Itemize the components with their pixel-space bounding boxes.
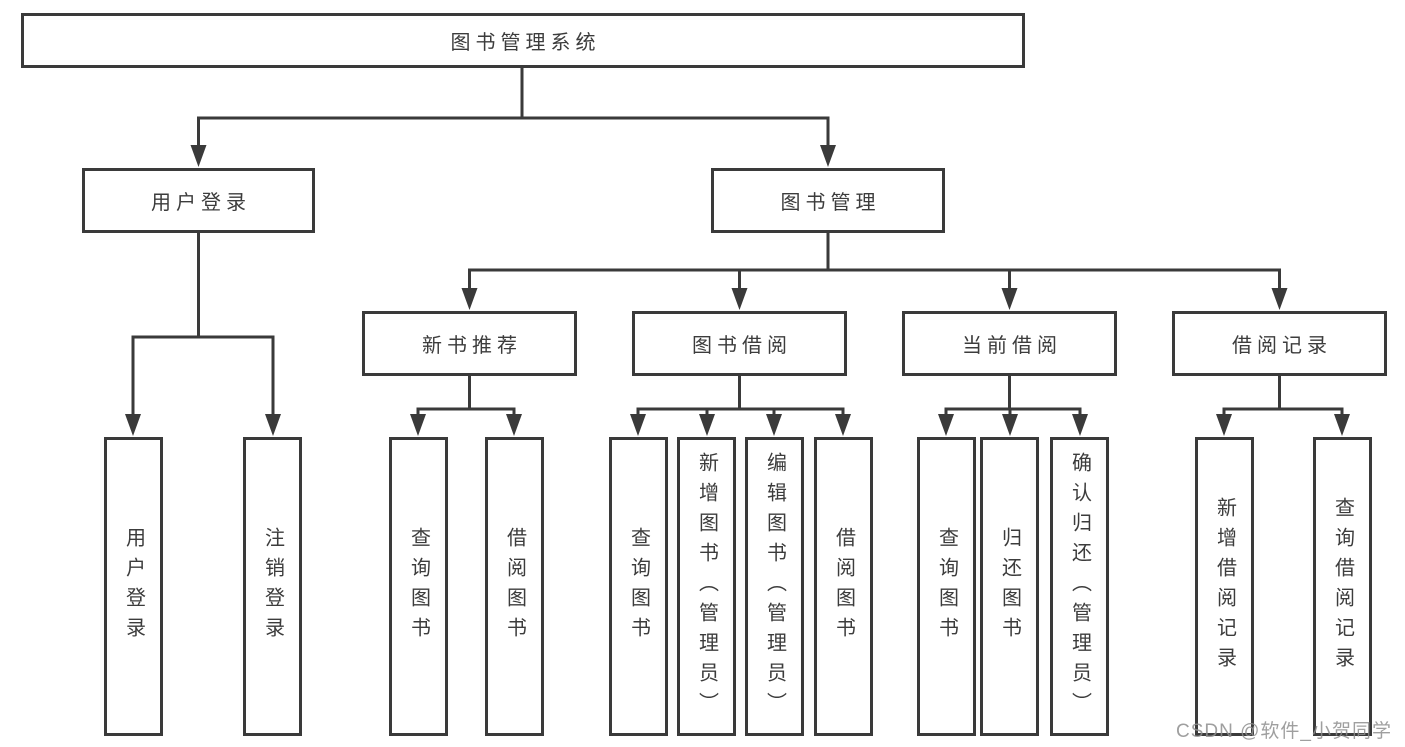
leaf-label: 借阅图书 bbox=[832, 526, 855, 647]
leaf-current-query-books: 查询图书 bbox=[917, 437, 976, 736]
arrowheads bbox=[125, 145, 1350, 436]
leaf-label: 查询借阅记录 bbox=[1331, 496, 1354, 677]
leaf-label: 查询图书 bbox=[935, 526, 958, 647]
leaf-recommend-query-books: 查询图书 bbox=[389, 437, 448, 736]
leaf-logout: 注销登录 bbox=[243, 437, 302, 736]
leaf-user-login: 用户登录 bbox=[104, 437, 163, 736]
leaf-label: 用户登录 bbox=[122, 526, 145, 647]
node-library-management-system: 图书管理系统 bbox=[21, 13, 1025, 68]
leaf-borrowing-query-books: 查询图书 bbox=[609, 437, 668, 736]
node-borrowing-records: 借阅记录 bbox=[1172, 311, 1387, 376]
watermark: CSDN @软件_小贺同学 bbox=[1176, 721, 1392, 742]
leaf-label: 确认归还（管理员） bbox=[1068, 451, 1091, 722]
leaf-label: 注销登录 bbox=[261, 526, 284, 647]
leaf-records-add-record: 新增借阅记录 bbox=[1195, 437, 1254, 736]
node-book-management: 图书管理 bbox=[711, 168, 945, 233]
leaf-current-return-books: 归还图书 bbox=[980, 437, 1039, 736]
leaf-borrowing-borrow-books: 借阅图书 bbox=[814, 437, 873, 736]
leaf-label: 新增借阅记录 bbox=[1213, 496, 1236, 677]
leaf-borrowing-edit-books-admin: 编辑图书（管理员） bbox=[745, 437, 804, 736]
leaf-label: 查询图书 bbox=[627, 526, 650, 647]
node-user-login: 用户登录 bbox=[82, 168, 315, 233]
node-new-book-recommend: 新书推荐 bbox=[362, 311, 577, 376]
leaf-label: 借阅图书 bbox=[503, 526, 526, 647]
leaf-records-query-record: 查询借阅记录 bbox=[1313, 437, 1372, 736]
connector-paths bbox=[131, 64, 1344, 419]
node-current-borrowing: 当前借阅 bbox=[902, 311, 1117, 376]
leaf-borrowing-add-books-admin: 新增图书（管理员） bbox=[677, 437, 736, 736]
leaf-current-confirm-return-admin: 确认归还（管理员） bbox=[1050, 437, 1109, 736]
leaf-label: 归还图书 bbox=[998, 526, 1021, 647]
node-book-borrowing: 图书借阅 bbox=[632, 311, 847, 376]
leaf-label: 查询图书 bbox=[407, 526, 430, 647]
leaf-label: 新增图书（管理员） bbox=[695, 451, 718, 722]
leaf-label: 编辑图书（管理员） bbox=[763, 451, 786, 722]
leaf-recommend-borrow-books: 借阅图书 bbox=[485, 437, 544, 736]
